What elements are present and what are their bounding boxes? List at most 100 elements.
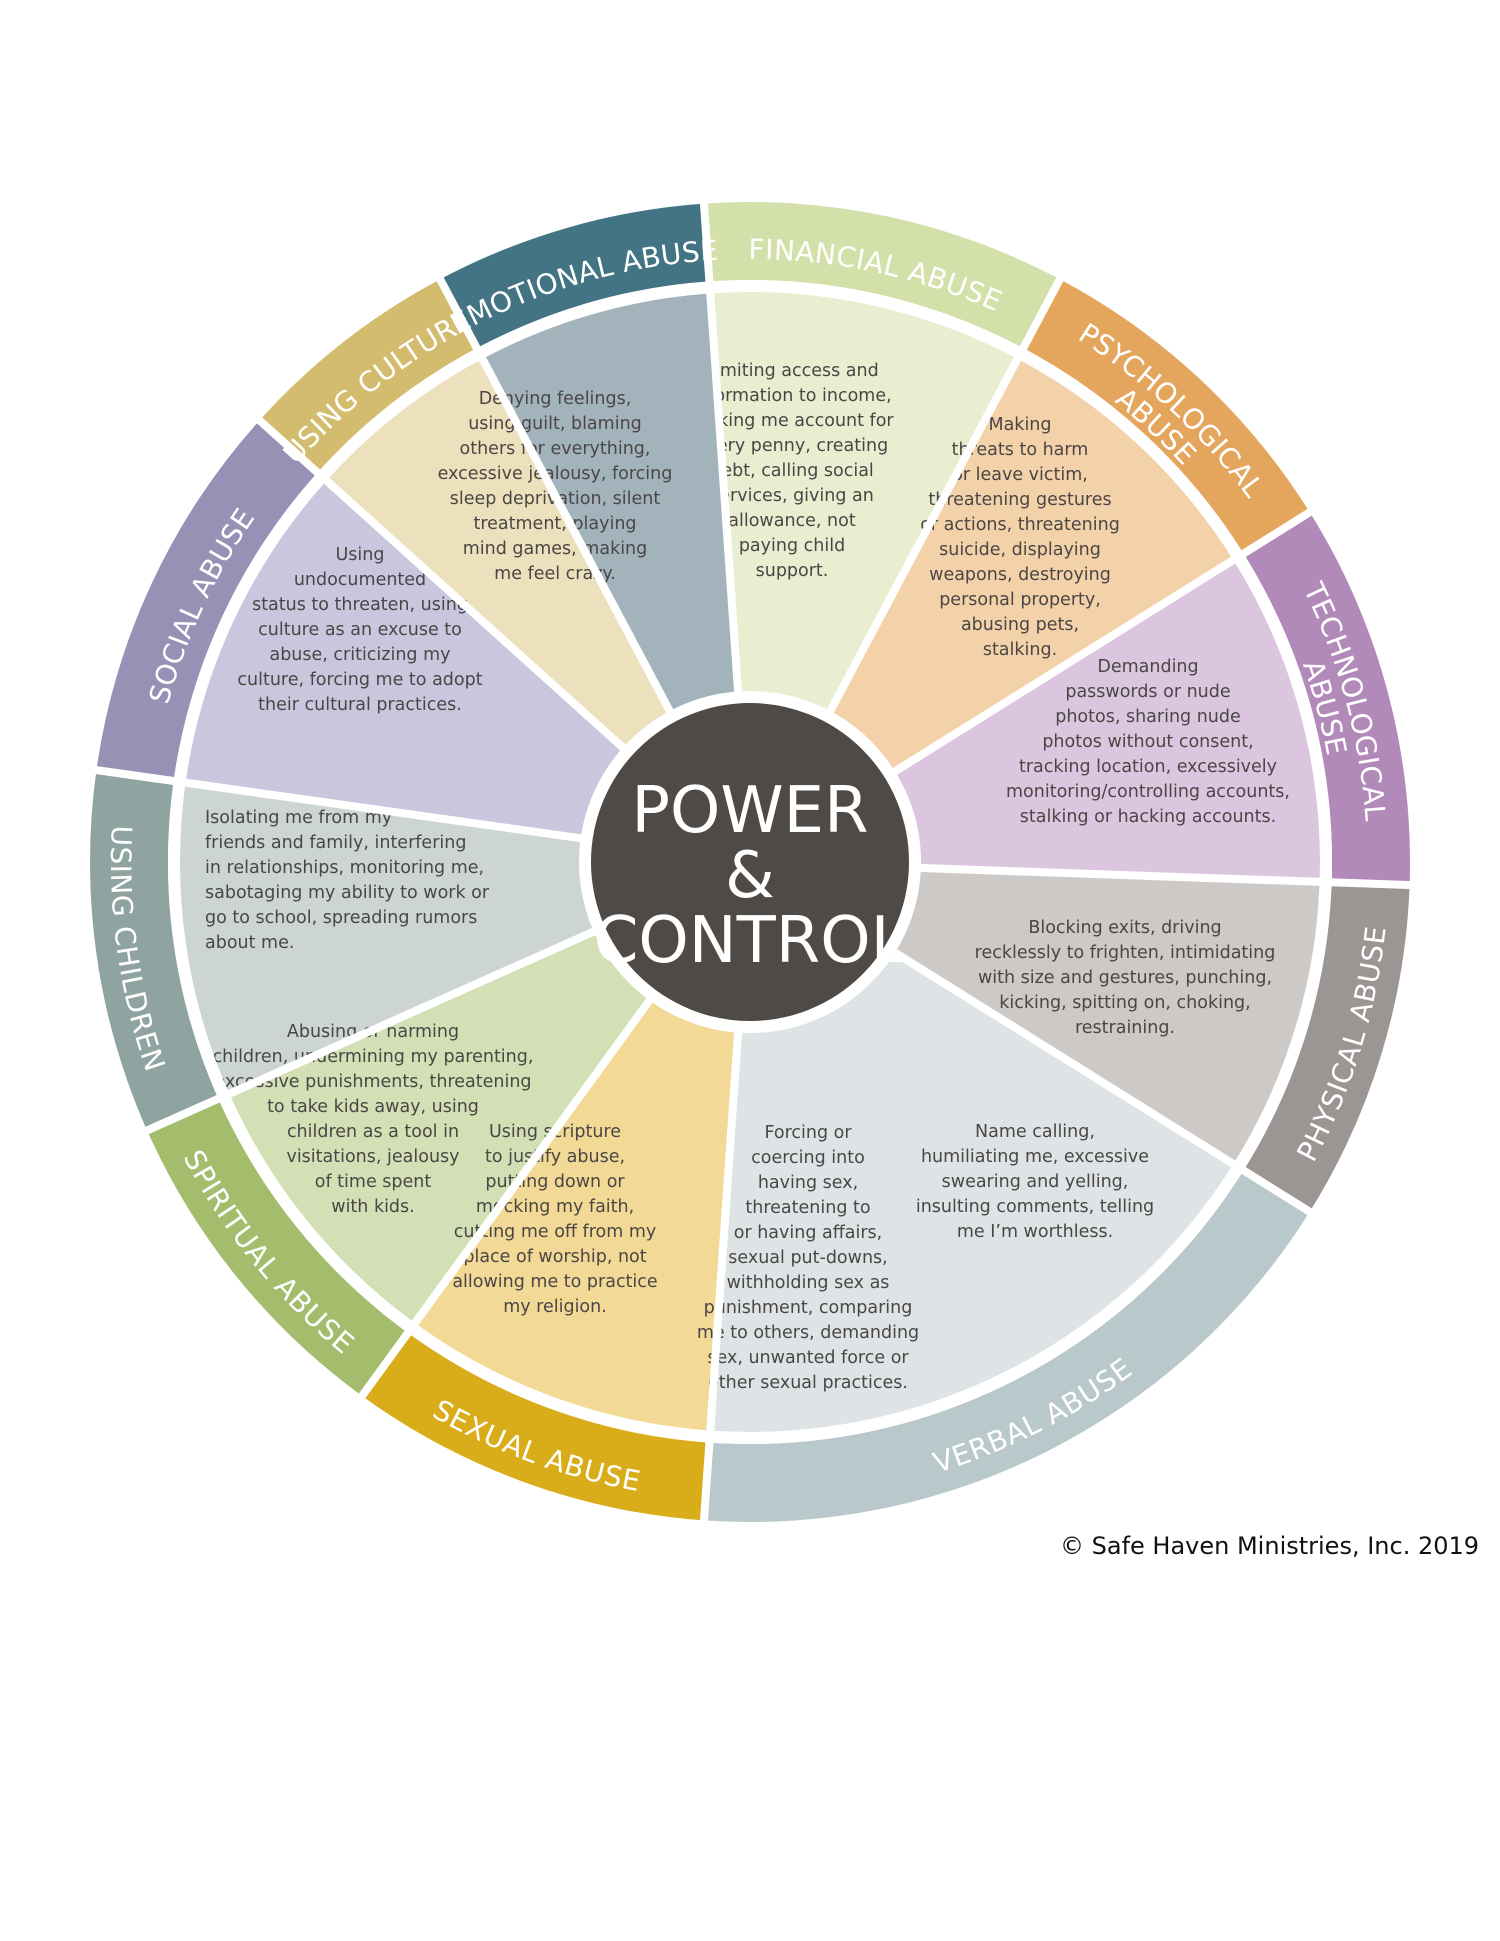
segment-text-line: excessive jealousy, forcing [438,464,673,484]
segment-text-line: threats to harm [952,440,1089,460]
segment-text-line: coercing into [751,1148,865,1168]
ring-band-spiritual [147,1098,408,1396]
segment-text-sexual: Forcing or coercing into having sex, threat… [697,1123,919,1393]
segment-text-line: cutting me off from my [454,1222,656,1242]
segment-text-line: punishment, comparing [704,1298,913,1318]
segment-text-line: Name calling, [975,1122,1095,1142]
segment-text-line: Limiting access and [705,361,878,381]
segment-text-line: passwords or nude [1065,682,1230,702]
center-circle [579,691,921,1033]
segment-text-line: friends and family, interfering [205,833,466,853]
segment-text-line: photos, sharing nude [1055,707,1241,727]
segment-text-line: recklessly to frighten, intimidating [975,943,1276,963]
segment-text-line: threatening to [745,1198,870,1218]
ring-band-physical [1243,882,1410,1212]
segment-text-line: stalking or hacking accounts. [1020,807,1276,827]
segment-text-line: threatening gestures [928,490,1111,510]
copyright-notice: © Safe Haven Ministries, Inc. 2019 [1060,1532,1480,1560]
segment-text-line: or actions, threatening [920,515,1120,535]
segment-text-line: others for everything, [460,439,651,459]
segment-text-line: with size and gestures, punching, [978,968,1272,988]
segment-text-line: of time spent [315,1172,432,1192]
segment-text-technological: Demanding passwords or nude photos, sharin… [1006,657,1290,827]
segment-text-line: mind games, making [463,539,648,559]
segment-text-line: abuse, criticizing my [269,645,450,665]
segment-text-line: allowing me to practice [452,1272,657,1292]
segment-text-line: Isolating me from my [205,808,392,828]
ring-band-verbal [703,1170,1310,1522]
segment-text-line: Making [988,415,1051,435]
segment-text-line: status to threaten, using [252,595,468,615]
ring-gap [168,280,1332,1444]
segment-text-line: every penny, creating [696,436,888,456]
segment-text-line: children as a tool in [287,1122,459,1142]
segment-text-line: Forcing or [764,1123,852,1143]
segment-text-line: support. [756,561,829,581]
segment-text-line: tracking location, excessively [1019,757,1277,777]
segment-text-social: Isolating me from my friends and family, … [205,808,490,953]
segment-text-line: me feel crazy. [494,564,616,584]
segment-text-financial: Limiting access and information to income… [690,361,894,581]
segment-text-line: place of worship, not [463,1247,646,1267]
segment-text-line: withholding sex as [727,1273,890,1293]
segment-text-line: making me account for [690,411,894,431]
ring-band-culture [259,279,477,473]
segment-text-line: other sexual practices. [708,1373,908,1393]
segment-text-line: treatment, playing [473,514,636,534]
ring-band-social [96,420,318,782]
ring-band-sexual [362,1332,710,1521]
segment-text-line: their cultural practices. [258,695,462,715]
segment-text-line: information to income, [692,386,891,406]
segment-text-line: suicide, displaying [939,540,1101,560]
segment-text-line: photos without consent, [1042,732,1253,752]
segment-text-line: restraining. [1075,1018,1175,1038]
segment-text-line: about me. [205,933,294,953]
segment-text-line: culture, forcing me to adopt [237,670,482,690]
segment-text-line: to justify abuse, [485,1147,625,1167]
segment-text-line: excessive punishments, threatening [214,1072,531,1092]
segment-text-psychological: Making threats to harm or leave victim, thr… [920,415,1120,660]
segment-text-line: debt, calling social [710,461,874,481]
segment-text-line: services, giving an [710,486,874,506]
segment-text-line: stalking. [983,640,1057,660]
segment-text-line: swearing and yelling, [942,1172,1129,1192]
segment-text-line: humiliating me, excessive [921,1147,1149,1167]
segment-text-line: sexual put-downs, [728,1248,887,1268]
segment-text-line: sabotaging my ability to work or [205,883,490,903]
segment-text-physical: Blocking exits, driving recklessly to fri… [975,918,1276,1038]
segment-text-line: weapons, destroying [929,565,1111,585]
segment-text-line: abusing pets, [961,615,1079,635]
ring-band-children [89,770,219,1131]
segment-text-line: Demanding [1097,657,1198,677]
segment-text-line: undocumented [294,570,426,590]
center-hub: POWER & CONTROL [579,691,921,1033]
segment-text-line: kicking, spitting on, choking, [999,993,1250,1013]
segment-text-line: or having affairs, [734,1223,883,1243]
ring-band-emotional [440,203,710,349]
segment-text-line: having sex, [758,1173,858,1193]
segment-text-line: paying child [739,536,845,556]
segment-text-line: children, undermining my parenting, [213,1047,534,1067]
ring-band-financial [703,202,1060,349]
segment-text-line: or leave victim, [952,465,1088,485]
ring-band-psychological [1023,279,1310,554]
segment-text-line: in relationships, monitoring me, [205,858,484,878]
segment-text-line: personal property, [939,590,1101,610]
segment-text-line: monitoring/controlling accounts, [1006,782,1290,802]
segment-text-line: Using [336,545,385,565]
segment-text-line: my religion. [503,1297,607,1317]
segment-text-line: allowance, not [728,511,856,531]
segment-text-line: insulting comments, telling [916,1197,1154,1217]
segment-text-line: mocking my faith, [476,1197,634,1217]
segment-text-line: putting down or [485,1172,625,1192]
center-title-line1: POWER [631,774,868,848]
segment-text-verbal: Name calling, humiliating me, excessive sw… [916,1122,1154,1242]
wedge-psychological [750,358,1234,862]
segment-text-line: me I’m worthless. [957,1222,1113,1242]
segment-text-line: me to others, demanding [697,1323,919,1343]
segment-text-line: with kids. [331,1197,414,1217]
segment-text-line: using guilt, blaming [468,414,642,434]
segment-text-line: Blocking exits, driving [1028,918,1221,938]
